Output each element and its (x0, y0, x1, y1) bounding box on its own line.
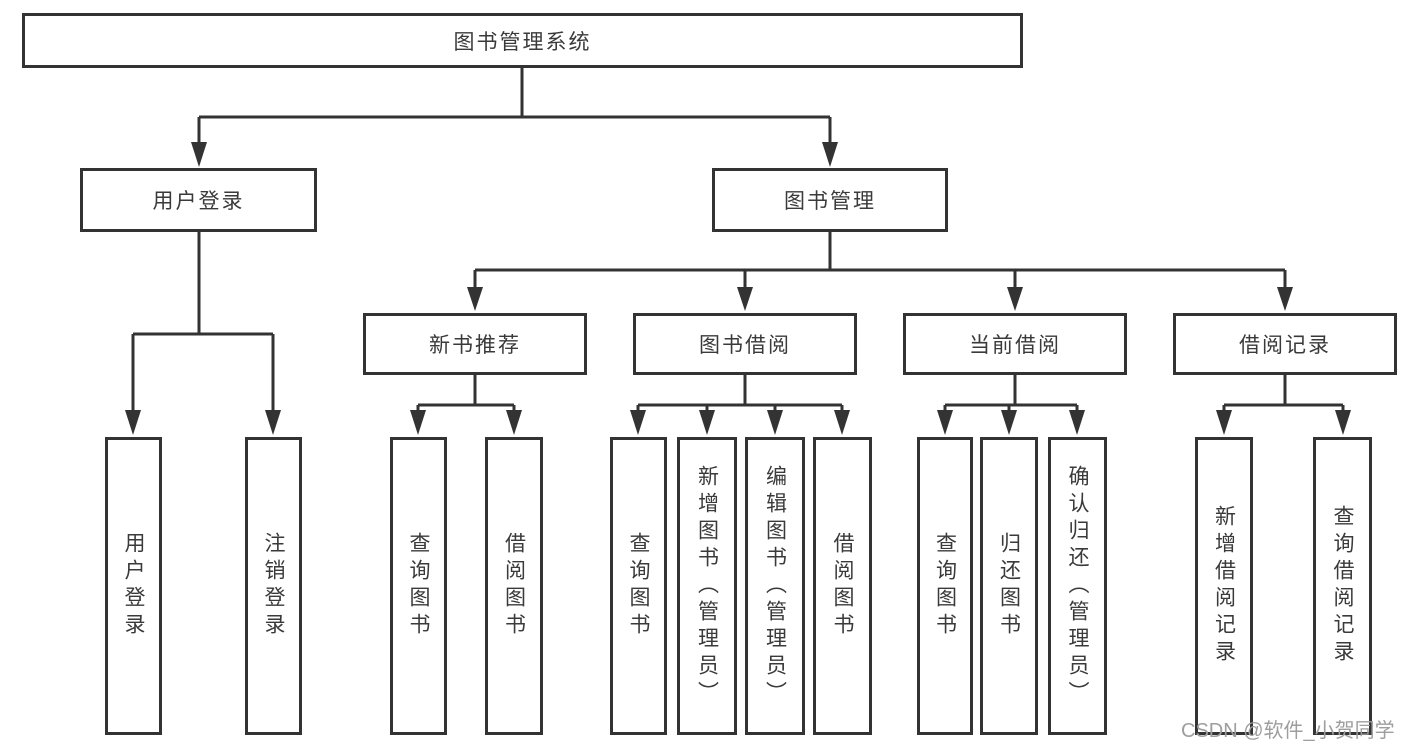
leaf-return-books: 归还图书 (980, 437, 1038, 735)
node-current-borrowing: 当前借阅 (903, 313, 1127, 375)
node-book-management-branch: 图书管理 (712, 168, 948, 232)
leaf-user-login: 用户登录 (105, 437, 162, 735)
leaf-logout: 注销登录 (245, 437, 302, 735)
csdn-watermark: CSDN @软件_小贺同学 (1181, 720, 1395, 742)
node-book-borrowing: 图书借阅 (633, 313, 857, 375)
leaf-query-books-current: 查询图书 (917, 437, 973, 735)
leaf-add-books-admin: 新增图书（管理员） (677, 437, 737, 735)
leaf-confirm-return-admin: 确认归还（管理员） (1048, 437, 1107, 735)
connector-arrowheads (125, 142, 1351, 435)
leaf-query-borrow-record: 查询借阅记录 (1313, 437, 1372, 735)
leaf-query-books-borrowing: 查询图书 (610, 437, 667, 735)
leaf-borrow-books-recommendation: 借阅图书 (485, 437, 543, 735)
connector-paths (131, 68, 1345, 412)
leaf-borrow-books-borrowing: 借阅图书 (813, 437, 872, 735)
node-borrowing-records: 借阅记录 (1173, 313, 1397, 375)
node-new-book-recommendation: 新书推荐 (363, 313, 587, 375)
node-library-system-root: 图书管理系统 (22, 13, 1023, 68)
leaf-edit-books-admin: 编辑图书（管理员） (745, 437, 805, 735)
leaf-add-borrow-record: 新增借阅记录 (1195, 437, 1253, 735)
leaf-query-books-recommendation: 查询图书 (390, 437, 447, 735)
node-user-login-branch: 用户登录 (80, 168, 317, 232)
